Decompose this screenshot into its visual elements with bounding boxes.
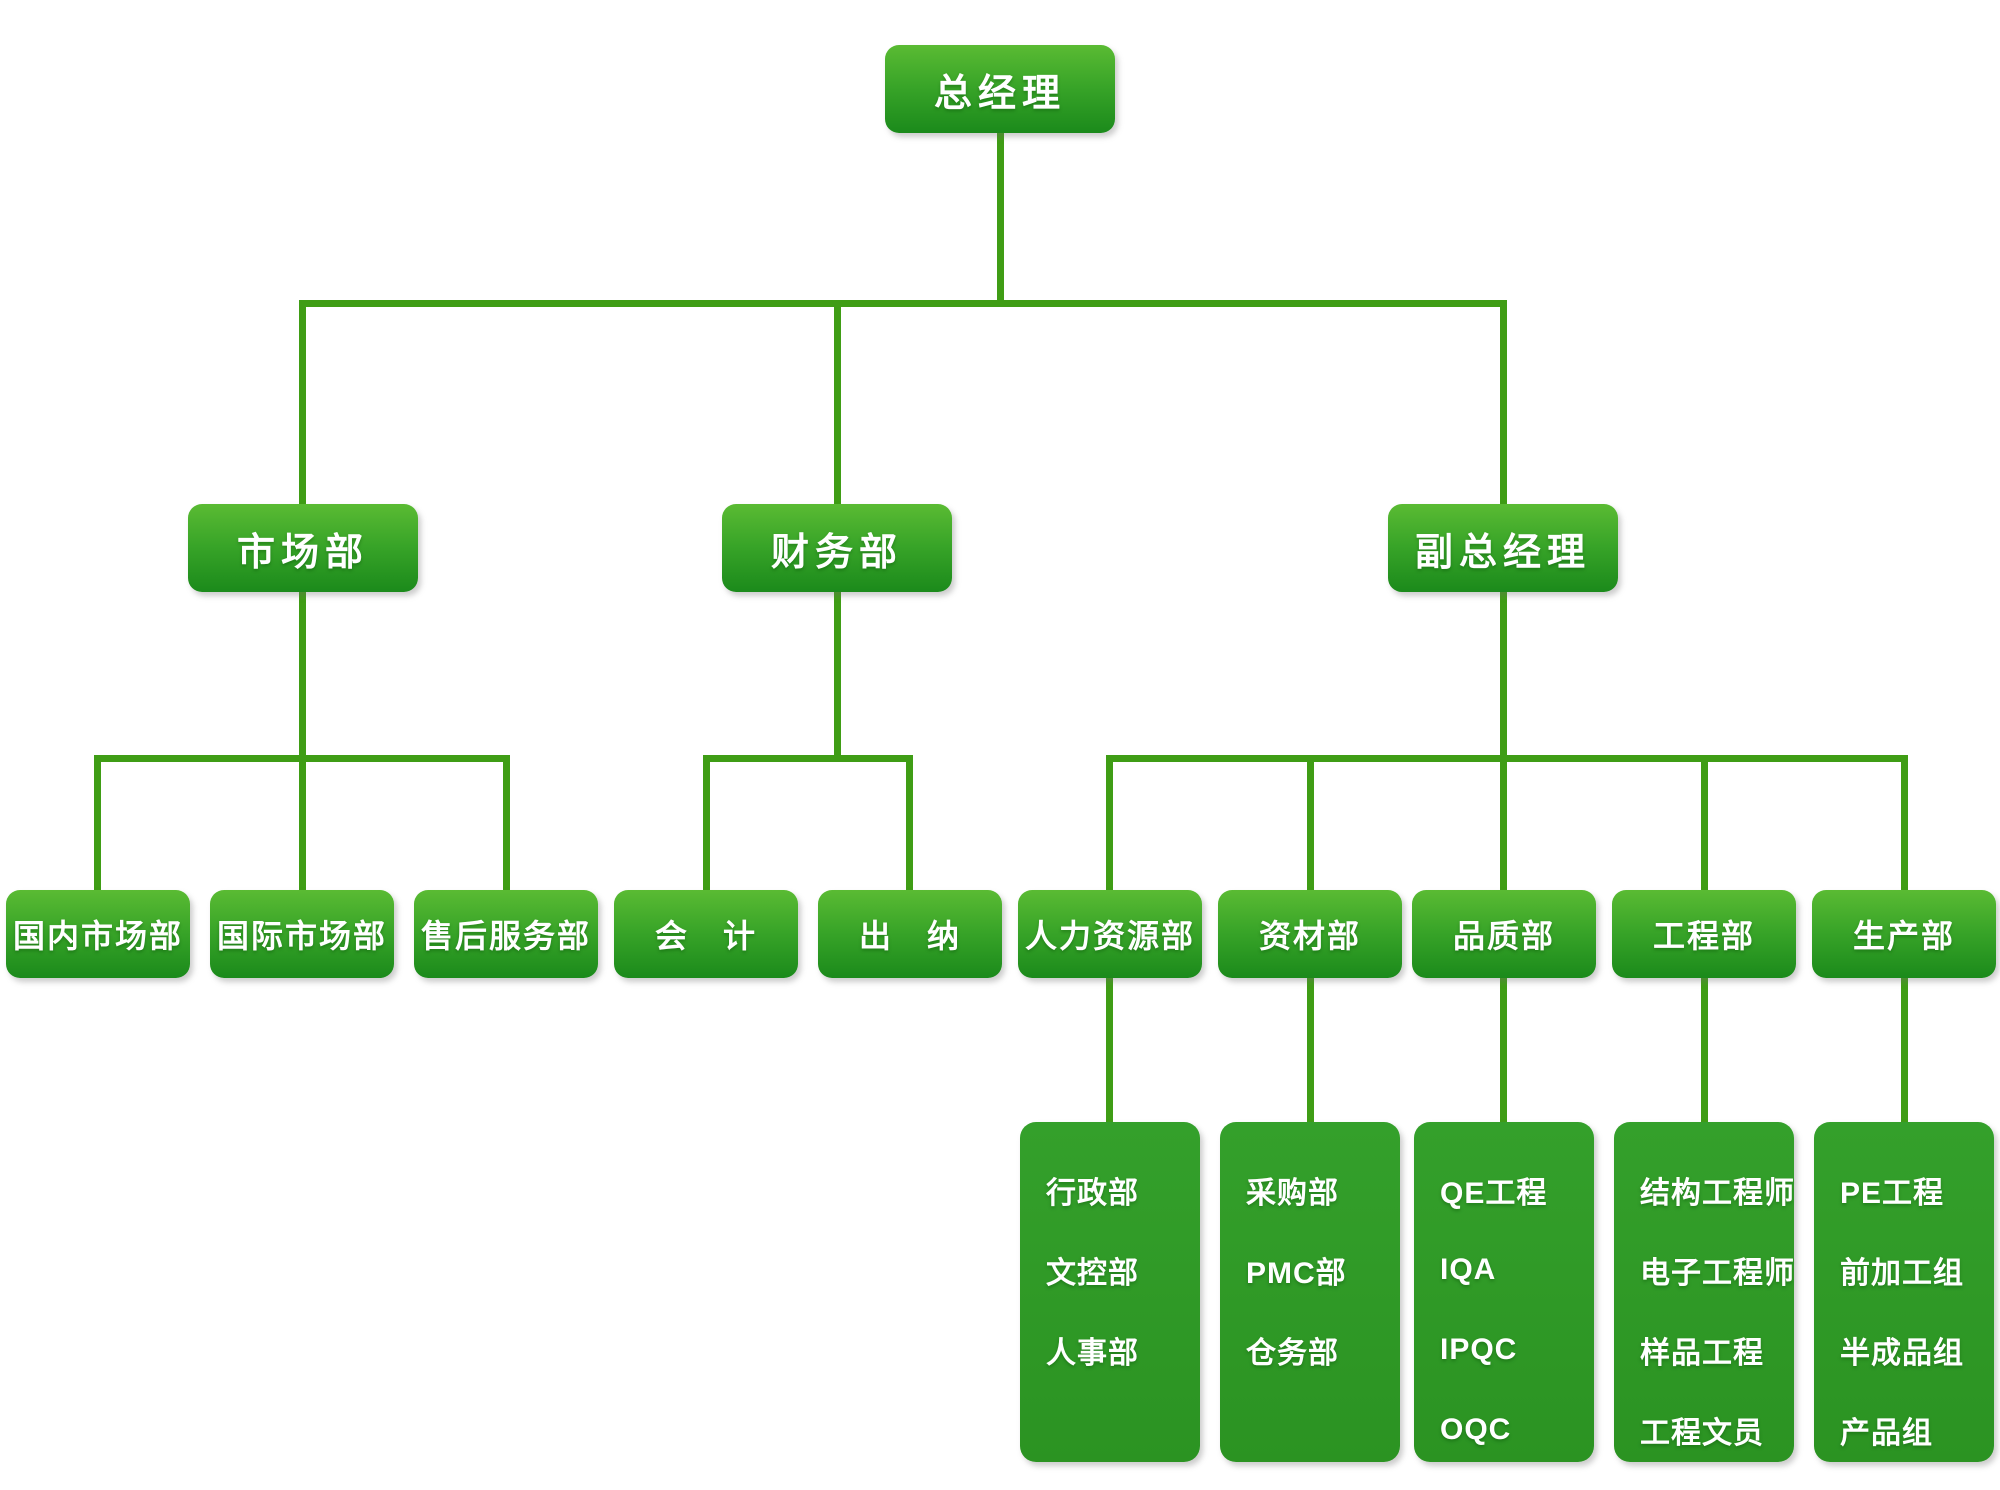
connector-deputy-stem [1500, 588, 1507, 758]
connector-engineering-sub [1701, 975, 1708, 1125]
connector-drop-finance [834, 300, 841, 508]
connector-market-stem [299, 588, 306, 758]
connector-production-sub [1901, 975, 1908, 1125]
node-general-manager: 总经理 [885, 45, 1115, 133]
sub-item-personnel-dept: 人事部 [1046, 1337, 1139, 1370]
sub-item-oqc: OQC [1440, 1413, 1512, 1446]
node-materials-dept: 资材部 [1218, 890, 1402, 978]
connector-drop-market [299, 300, 306, 508]
connector-deputy-children-bar [1106, 755, 1908, 762]
connector-gm-stem [997, 130, 1004, 307]
sub-item-semi-finished-group: 半成品组 [1840, 1337, 1964, 1370]
node-quality-dept: 品质部 [1412, 890, 1596, 978]
sub-item-warehouse-dept: 仓务部 [1246, 1337, 1339, 1370]
connector-quality-sub [1500, 975, 1507, 1125]
node-after-sales-dept: 售后服务部 [414, 890, 598, 978]
connector-drop-quality [1500, 755, 1507, 895]
sub-item-pre-processing-group: 前加工组 [1840, 1257, 1964, 1290]
node-quality-sub-departments: QE工程 IQA IPQC OQC [1414, 1122, 1594, 1462]
node-deputy-general-manager: 副总经理 [1388, 504, 1618, 592]
sub-item-engineering-clerk: 工程文员 [1640, 1417, 1764, 1450]
connector-drop-production [1901, 755, 1908, 895]
node-production-dept: 生产部 [1812, 890, 1996, 978]
node-hr-sub-departments: 行政部 文控部 人事部 [1020, 1122, 1200, 1462]
connector-drop-engineering [1701, 755, 1708, 895]
node-international-market-dept: 国际市场部 [210, 890, 394, 978]
connector-drop-international-market [299, 755, 306, 895]
sub-item-admin-dept: 行政部 [1046, 1177, 1139, 1210]
sub-item-pe-engineering: PE工程 [1840, 1177, 1945, 1210]
sub-item-structural-engineer: 结构工程师 [1640, 1177, 1795, 1210]
connector-hr-sub [1106, 975, 1113, 1125]
node-cashier: 出 纳 [818, 890, 1002, 978]
connector-drop-deputy [1500, 300, 1507, 508]
node-engineering-dept: 工程部 [1612, 890, 1796, 978]
connector-drop-accounting [703, 755, 710, 895]
sub-item-pmc-dept: PMC部 [1246, 1257, 1347, 1290]
sub-item-doc-control-dept: 文控部 [1046, 1257, 1139, 1290]
connector-finance-children-bar [703, 755, 913, 762]
sub-item-purchasing-dept: 采购部 [1246, 1177, 1339, 1210]
connector-finance-stem [834, 588, 841, 758]
node-domestic-market-dept: 国内市场部 [6, 890, 190, 978]
sub-item-qe-engineering: QE工程 [1440, 1177, 1548, 1210]
node-hr-dept: 人力资源部 [1018, 890, 1202, 978]
connector-drop-materials [1307, 755, 1314, 895]
sub-item-iqa: IQA [1440, 1253, 1497, 1286]
node-materials-sub-departments: 采购部 PMC部 仓务部 [1220, 1122, 1400, 1462]
node-marketing-dept: 市场部 [188, 504, 418, 592]
connector-drop-cashier [906, 755, 913, 895]
connector-drop-domestic-market [94, 755, 101, 895]
connector-materials-sub [1307, 975, 1314, 1125]
node-engineering-sub-departments: 结构工程师 电子工程师 样品工程 工程文员 [1614, 1122, 1794, 1462]
sub-item-product-group: 产品组 [1840, 1417, 1933, 1450]
node-production-sub-departments: PE工程 前加工组 半成品组 产品组 [1814, 1122, 1994, 1462]
connector-drop-hr [1106, 755, 1113, 895]
node-finance-dept: 财务部 [722, 504, 952, 592]
sub-item-ipqc: IPQC [1440, 1333, 1518, 1366]
sub-item-sample-engineering: 样品工程 [1640, 1337, 1764, 1370]
connector-drop-after-sales [503, 755, 510, 895]
connector-gm-children-bar [299, 300, 1507, 307]
node-accounting: 会 计 [614, 890, 798, 978]
sub-item-electronics-engineer: 电子工程师 [1640, 1257, 1795, 1290]
